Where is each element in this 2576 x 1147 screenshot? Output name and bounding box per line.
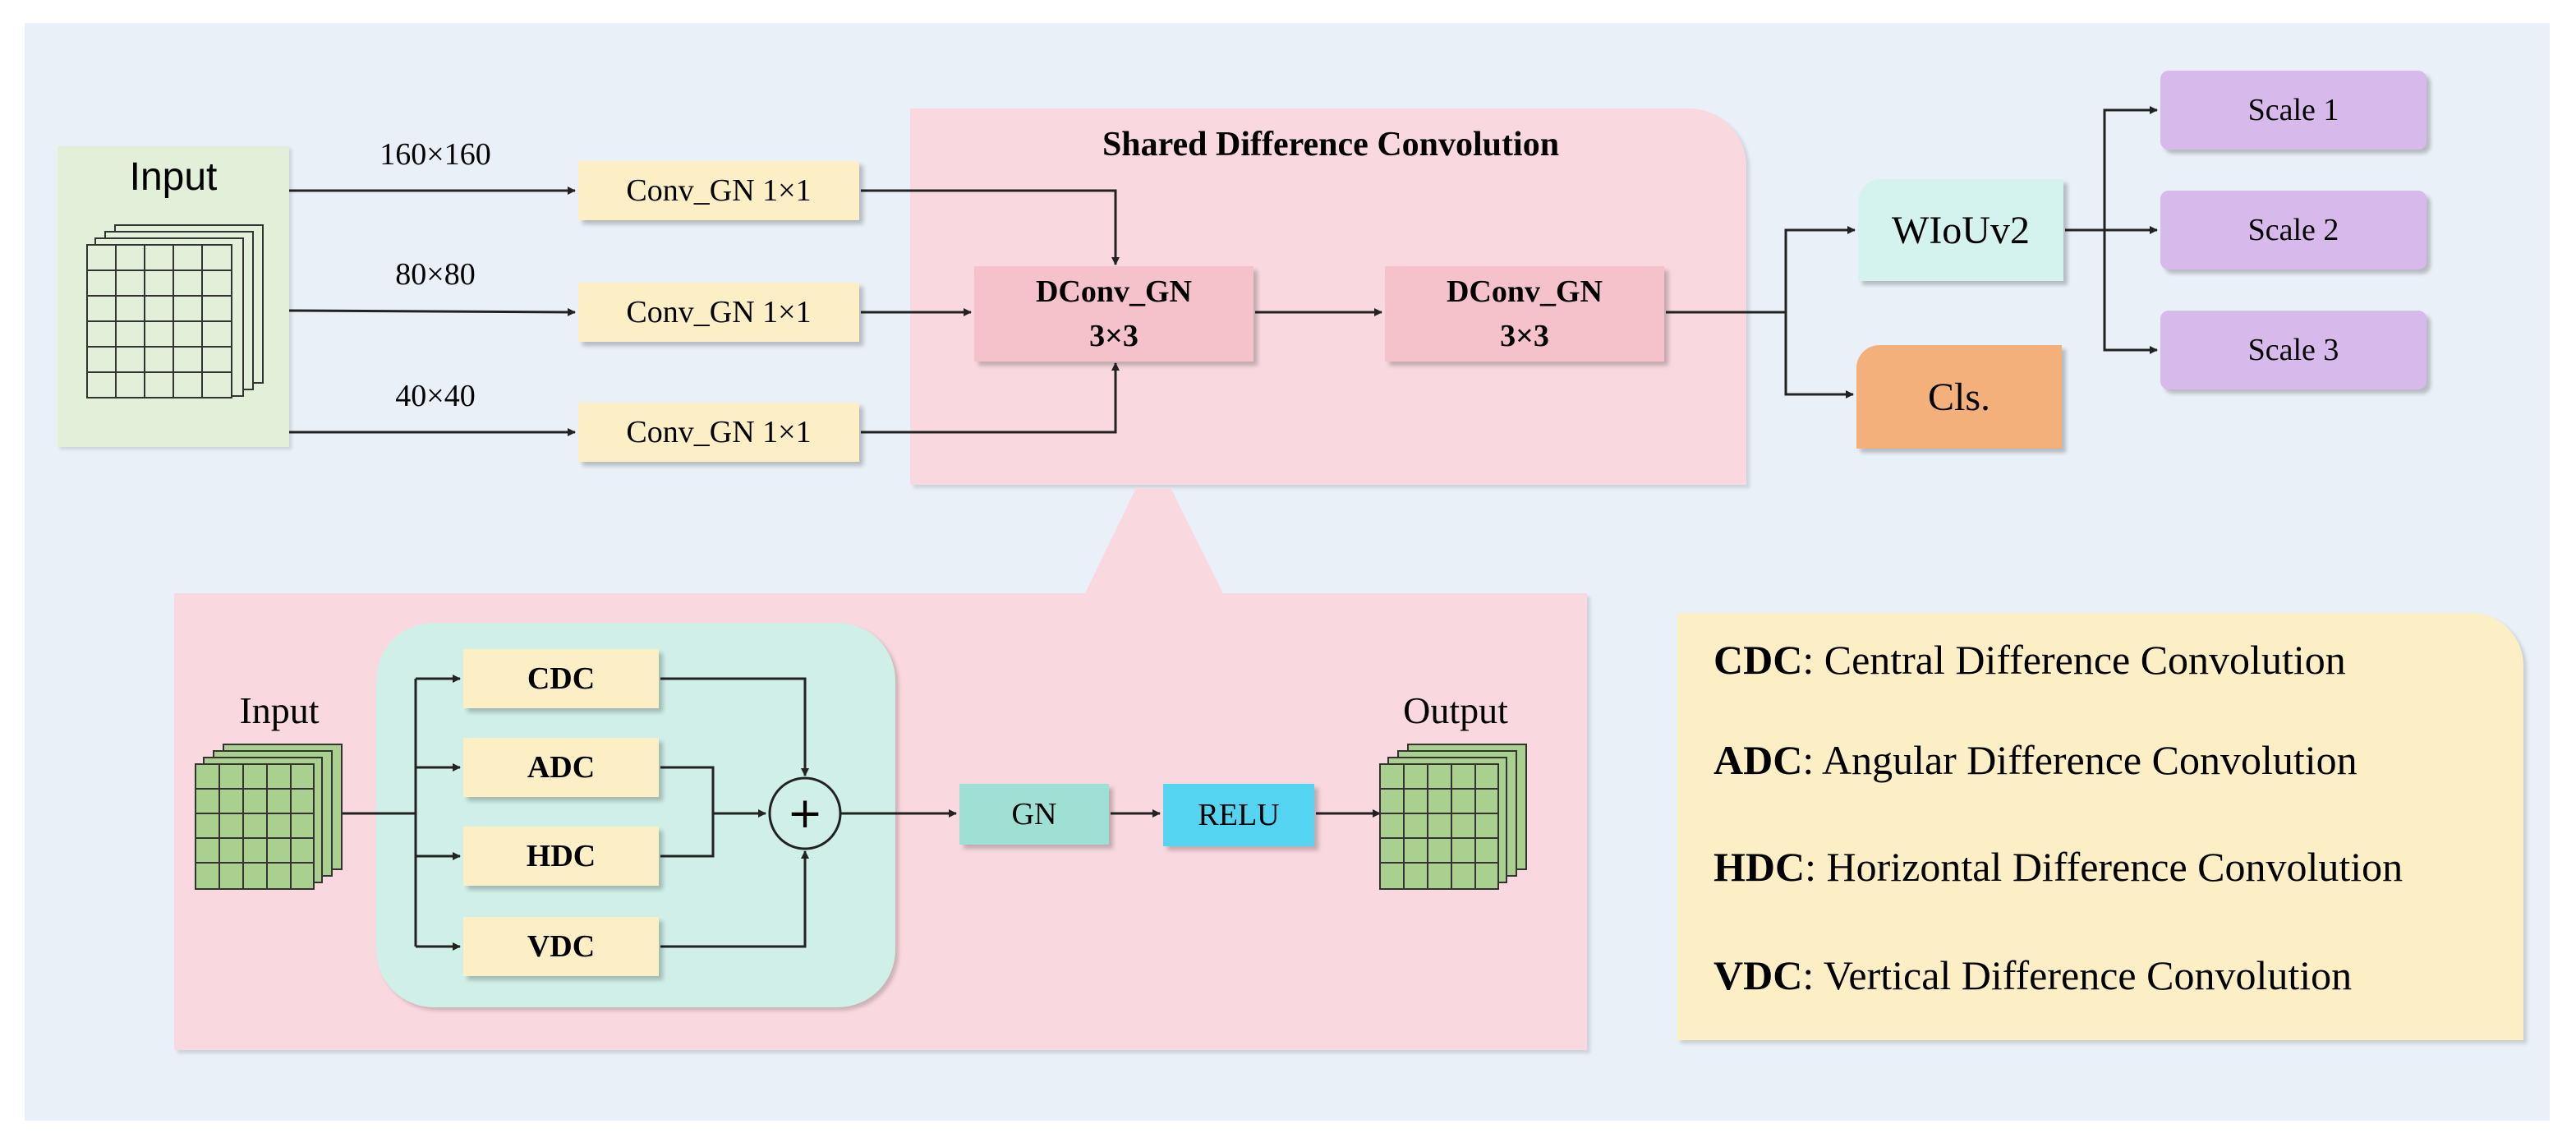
legend-cdc-text: : Central Difference Convolution	[1802, 637, 2346, 683]
sum-plus-icon: +	[787, 789, 823, 838]
input-feature-stack	[85, 223, 266, 401]
legend-adc-text: : Angular Difference Convolution	[1802, 737, 2358, 783]
conv-gn-block-1: Conv_GN 1×1	[578, 161, 859, 220]
adc-block: ADC	[463, 738, 659, 797]
output-feature-stack	[1378, 743, 1530, 894]
dconv-1-kernel: 3×3	[1089, 319, 1138, 353]
dconv-gn-block-1: DConv_GN 3×3	[974, 266, 1254, 362]
cdc-block: CDC	[463, 649, 659, 708]
size-label-160: 160×160	[380, 137, 491, 172]
legend-hdc-abbr: HDC	[1714, 844, 1806, 890]
size-label-80: 80×80	[395, 257, 476, 292]
dconv-1-name: DConv_GN	[1035, 274, 1193, 309]
legend-adc: ADC: Angular Difference Convolution	[1714, 736, 2358, 784]
detail-output-label: Output	[1403, 689, 1508, 731]
legend-vdc-abbr: VDC	[1714, 952, 1803, 998]
legend-panel	[1677, 613, 2523, 1040]
conv-gn-block-2: Conv_GN 1×1	[578, 283, 859, 342]
detail-input-feature-stack	[194, 743, 345, 894]
scale-1-block: Scale 1	[2160, 71, 2426, 150]
shared-panel-title: Shared Difference Convolution	[1102, 126, 1560, 164]
detail-input-label: Input	[239, 689, 320, 731]
feature-map-grid-icon	[86, 224, 264, 398]
legend-cdc-abbr: CDC	[1714, 637, 1803, 683]
dconv-gn-block-2: DConv_GN 3×3	[1385, 266, 1664, 362]
legend-adc-abbr: ADC	[1714, 737, 1803, 783]
relu-block: RELU	[1163, 784, 1314, 846]
input-title: Input	[129, 155, 218, 199]
wiou-head: WIoUv2	[1858, 179, 2063, 281]
legend-vdc: VDC: Vertical Difference Convolution	[1714, 951, 2352, 999]
vdc-block: VDC	[463, 917, 659, 976]
scale-3-block: Scale 3	[2160, 311, 2426, 389]
feature-map-grid-icon	[1379, 744, 1527, 890]
conv-gn-block-3: Conv_GN 1×1	[578, 403, 859, 462]
dconv-2-name: DConv_GN	[1446, 274, 1603, 309]
dconv-2-kernel: 3×3	[1500, 319, 1549, 353]
gn-block: GN	[959, 784, 1109, 845]
legend-hdc: HDC: Horizontal Difference Convolution	[1714, 843, 2403, 891]
legend-hdc-text: : Horizontal Difference Convolution	[1805, 844, 2404, 890]
size-label-40: 40×40	[395, 379, 476, 413]
scale-2-block: Scale 2	[2160, 191, 2426, 269]
legend-vdc-text: : Vertical Difference Convolution	[1802, 952, 2353, 998]
cls-head: Cls.	[1856, 345, 2062, 449]
legend-cdc: CDC: Central Difference Convolution	[1714, 636, 2346, 684]
feature-map-grid-icon	[195, 744, 343, 890]
hdc-block: HDC	[463, 827, 659, 886]
